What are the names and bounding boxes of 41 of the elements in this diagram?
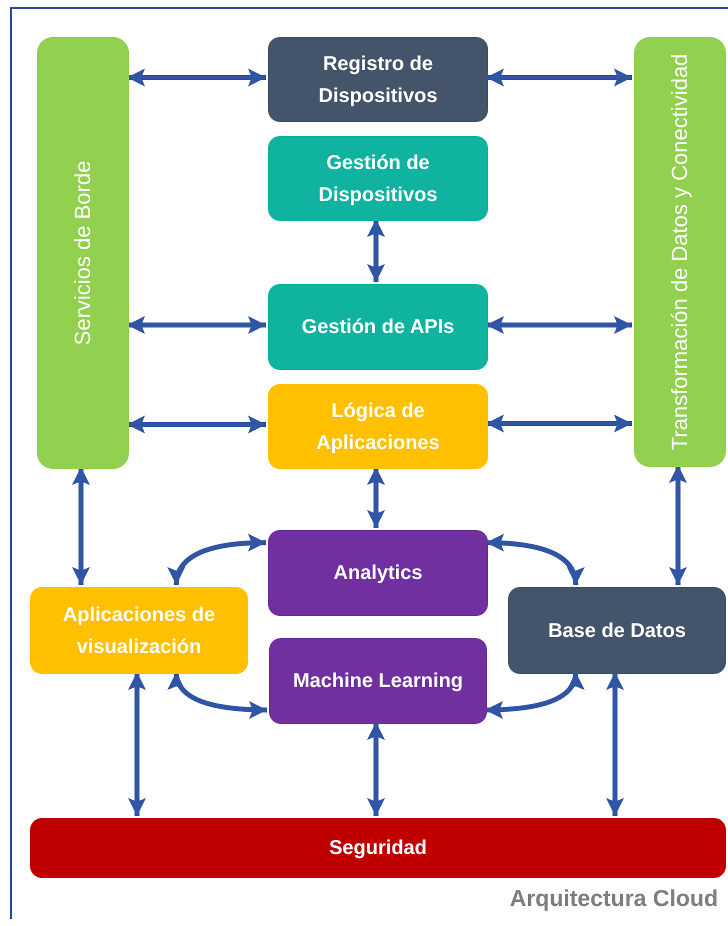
- double-arrow: [169, 672, 268, 719]
- double-arrow: [168, 534, 266, 586]
- vertical-panel: [37, 37, 129, 469]
- box-label: Seguridad: [328, 836, 428, 861]
- double-arrow: [486, 534, 584, 586]
- double-arrow: [486, 316, 632, 334]
- double-arrow: [669, 465, 687, 585]
- process-box: [268, 136, 488, 221]
- double-arrow: [367, 722, 385, 816]
- process-box: [268, 530, 488, 616]
- panel-label: Transformación de Datos y Conectividad: [666, 52, 693, 452]
- double-arrow: [486, 68, 632, 86]
- process-box: [30, 587, 248, 674]
- process-box: [269, 638, 487, 724]
- double-arrow: [127, 416, 266, 434]
- double-arrow: [484, 672, 583, 719]
- box-label: Base de Datos: [547, 618, 687, 644]
- double-arrow: [128, 672, 146, 816]
- double-arrow: [367, 467, 385, 528]
- process-box: [268, 384, 488, 469]
- process-box: [268, 284, 488, 370]
- panel-label: Servicios de Borde: [69, 160, 96, 348]
- box-label: Registro de Dispositivos: [318, 52, 438, 108]
- double-arrow: [127, 316, 266, 334]
- box-label: Lógica de Aplicaciones: [315, 398, 441, 456]
- vertical-panel: [634, 37, 726, 467]
- architecture-frame: [10, 7, 728, 919]
- box-label: Gestión de Dispositivos: [318, 150, 438, 208]
- box-label: Aplicaciones de visualización: [62, 602, 216, 660]
- process-box: [508, 587, 726, 674]
- double-arrow: [606, 672, 624, 816]
- box-label: Machine Learning: [292, 669, 464, 694]
- horizontal-band: [30, 818, 726, 878]
- frame-title: Arquitectura Cloud: [510, 884, 718, 913]
- double-arrow: [367, 219, 385, 282]
- double-arrow: [486, 414, 632, 432]
- process-box: [268, 37, 488, 122]
- box-label: Analytics: [332, 561, 424, 586]
- double-arrow: [72, 467, 90, 585]
- box-label: Gestión de APIs: [300, 315, 456, 340]
- double-arrow: [127, 68, 266, 86]
